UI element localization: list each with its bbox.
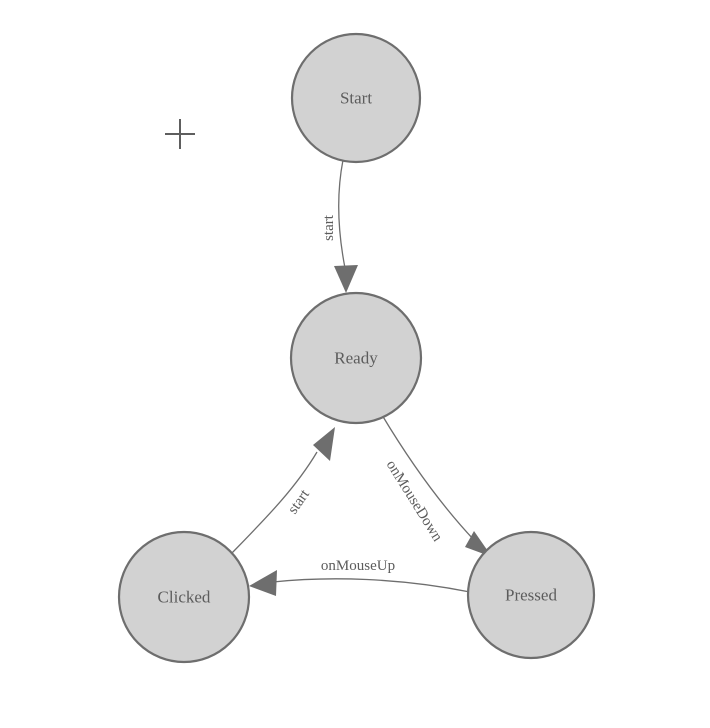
node-shape: [289, 291, 423, 425]
edge-label-ready-to-pressed: onMouseDown: [383, 458, 446, 545]
arrowhead-icon: [313, 427, 335, 461]
edge-line: [381, 414, 475, 541]
edge-line: [272, 578, 471, 593]
node-label-ready: Ready: [334, 349, 378, 368]
node-ready[interactable]: Ready: [289, 291, 423, 425]
node-label-start: Start: [340, 89, 372, 108]
node-pressed[interactable]: Pressed: [466, 530, 596, 660]
node-shape: [466, 530, 596, 660]
node-start[interactable]: Start: [290, 32, 422, 164]
edge-line: [338, 159, 346, 269]
node-shape: [290, 32, 422, 164]
edge-ready-to-pressed[interactable]: onMouseDown: [381, 414, 492, 557]
arrowhead-icon: [249, 570, 277, 596]
edge-label-pressed-to-clicked: onMouseUp: [321, 558, 395, 574]
edge-label-start-to-ready: start: [321, 214, 337, 241]
edge-start-to-ready[interactable]: start: [321, 159, 358, 293]
edge-pressed-to-clicked[interactable]: onMouseUp: [249, 558, 471, 596]
node-shape: [117, 530, 251, 664]
edge-clicked-to-ready[interactable]: start: [231, 427, 335, 554]
node-clicked[interactable]: Clicked: [117, 530, 251, 664]
node-label-pressed: Pressed: [505, 586, 557, 605]
arrowhead-icon: [334, 265, 358, 293]
node-label-clicked: Clicked: [158, 588, 211, 607]
edge-line: [231, 451, 318, 554]
crosshair-marker: [165, 119, 195, 149]
